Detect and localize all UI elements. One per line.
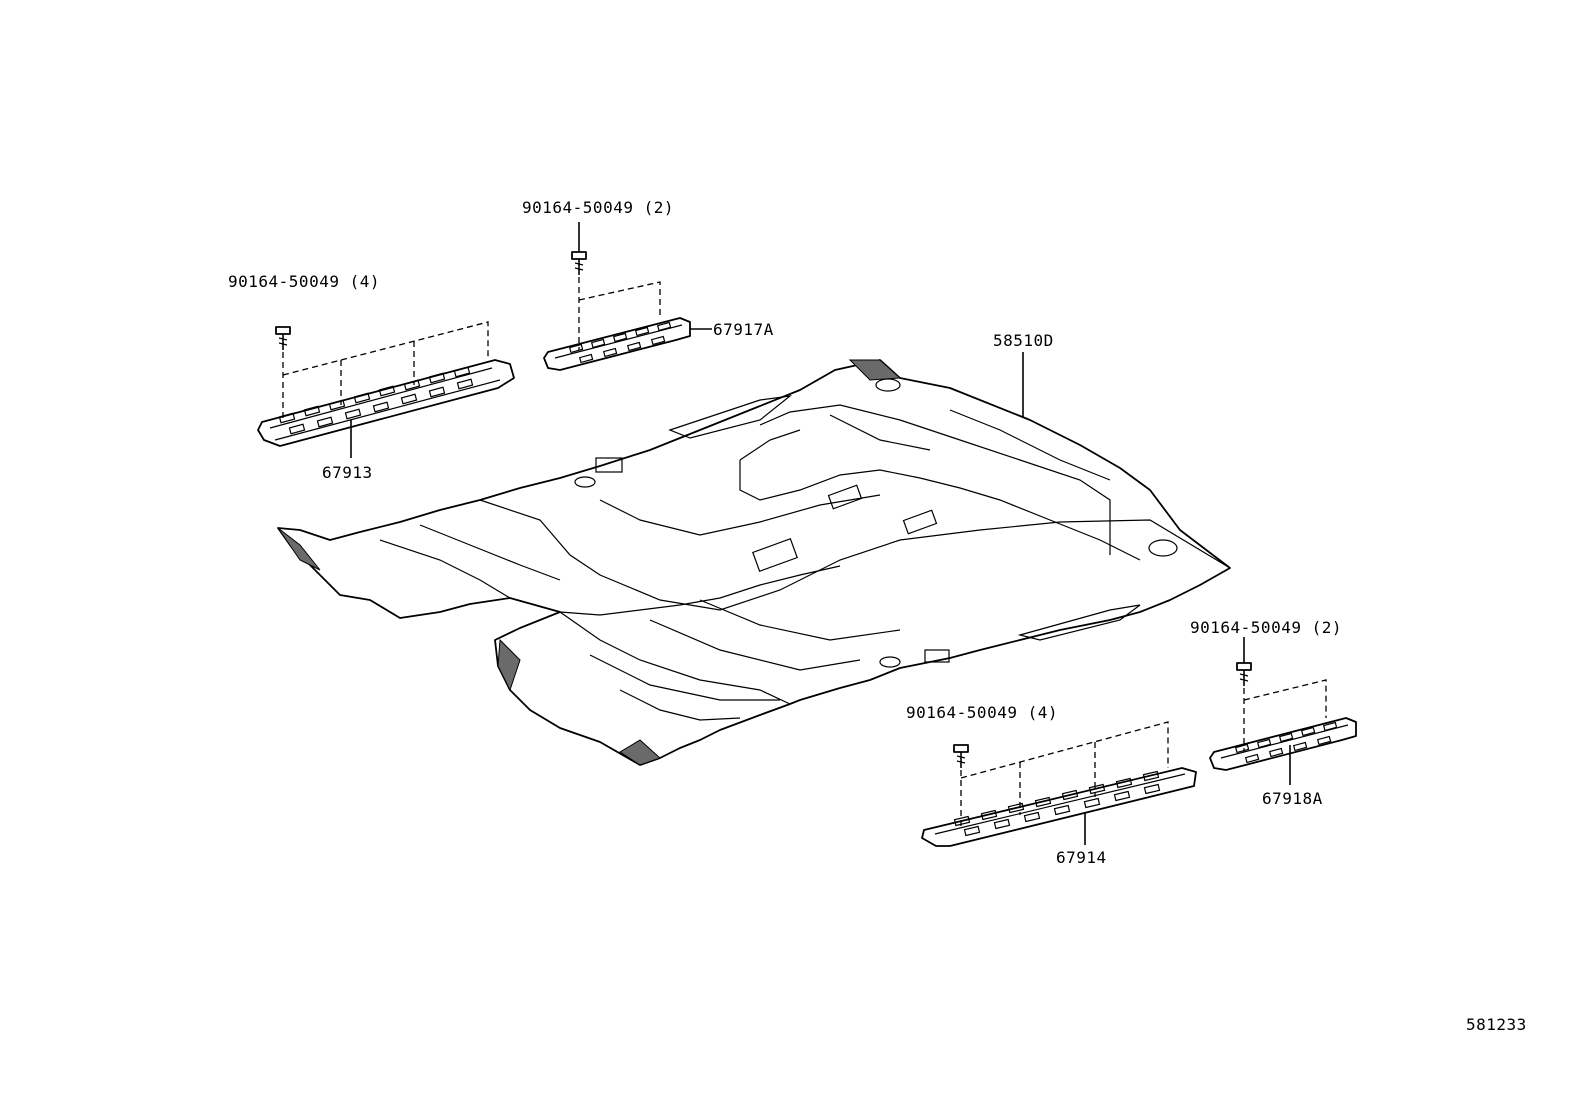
label-bolt-right-upper: 90164-50049 (2) [1190, 618, 1342, 637]
label-bolt-left: 90164-50049 (4) [228, 272, 380, 291]
bolt-right-upper [1236, 637, 1252, 686]
leaders-67914 [960, 721, 1169, 845]
label-67917a: 67917A [713, 320, 774, 339]
bolt-top [571, 222, 587, 275]
label-bolt-right-lower: 90164-50049 (4) [906, 703, 1058, 722]
bolt-left [275, 326, 291, 350]
floor-carpet-58510d [277, 359, 1231, 766]
scuff-plate-67917a [543, 317, 691, 371]
leaders-67913 [282, 321, 489, 458]
scuff-plate-67913 [257, 359, 515, 447]
label-67914: 67914 [1056, 848, 1107, 867]
bolt-right-lower [953, 744, 969, 768]
label-58510d: 58510D [993, 331, 1054, 350]
leaders-67918a [1243, 679, 1327, 785]
label-bolt-top: 90164-50049 (2) [522, 198, 674, 217]
scuff-plate-67918a [1209, 717, 1357, 771]
figure-number: 581233 [1466, 1015, 1527, 1034]
scuff-plate-67914 [921, 767, 1197, 847]
leaders-67917a [578, 277, 712, 350]
label-67918a: 67918A [1262, 789, 1323, 808]
label-67913: 67913 [322, 463, 373, 482]
